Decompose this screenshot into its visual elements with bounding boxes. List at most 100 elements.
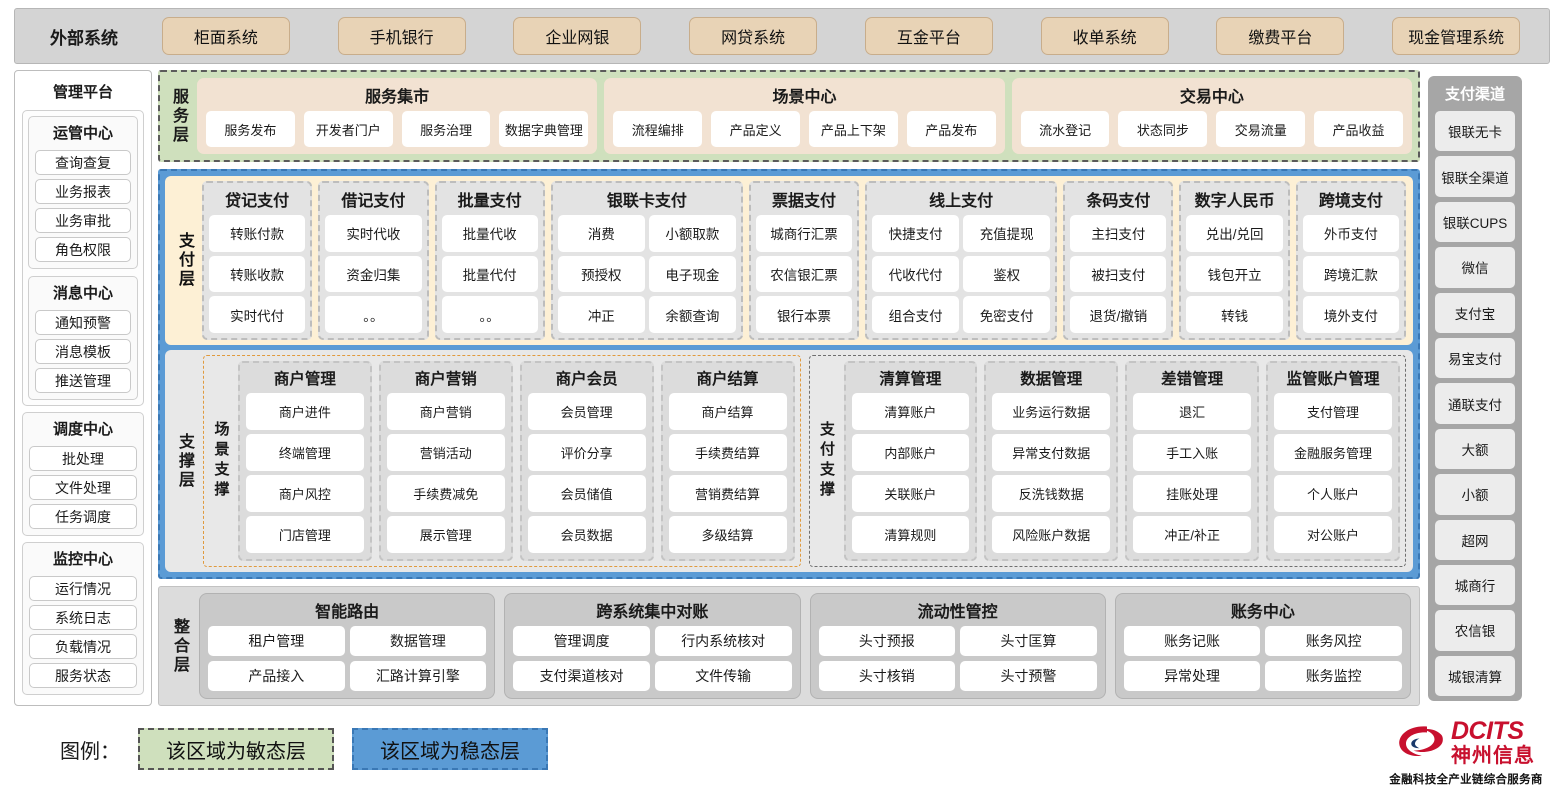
payment-item[interactable]: 批量代付 xyxy=(441,255,538,293)
payment-item[interactable]: 银行本票 xyxy=(755,296,853,333)
service-item[interactable]: 开发者门户 xyxy=(303,111,393,147)
payment-channel-item[interactable]: 通联支付 xyxy=(1435,383,1515,424)
integration-item[interactable]: 账务记账 xyxy=(1123,626,1261,656)
payment-item[interactable]: 批量代收 xyxy=(441,215,538,252)
management-item[interactable]: 批处理 xyxy=(29,446,137,471)
support-item[interactable]: 退汇 xyxy=(1133,393,1252,430)
integration-item[interactable]: 文件传输 xyxy=(654,661,792,691)
support-item[interactable]: 个人账户 xyxy=(1274,475,1392,512)
payment-item[interactable]: 。。 xyxy=(325,296,422,333)
payment-item[interactable]: 实时代付 xyxy=(209,296,306,333)
support-item[interactable]: 业务运行数据 xyxy=(992,393,1111,430)
support-item[interactable]: 手工入账 xyxy=(1133,434,1252,471)
support-item[interactable]: 会员储值 xyxy=(527,475,646,512)
payment-item[interactable]: 代收代付 xyxy=(872,255,960,293)
integration-item[interactable]: 汇路计算引擎 xyxy=(349,661,487,691)
payment-channel-item[interactable]: 银联全渠道 xyxy=(1435,156,1515,197)
payment-item[interactable]: 余额查询 xyxy=(648,296,736,333)
payment-channel-item[interactable]: 易宝支付 xyxy=(1435,337,1515,379)
payment-item[interactable]: 外币支付 xyxy=(1302,215,1400,252)
management-item[interactable]: 消息模板 xyxy=(35,339,131,364)
service-item[interactable]: 交易流量 xyxy=(1216,111,1306,147)
support-item[interactable]: 门店管理 xyxy=(246,516,364,553)
integration-item[interactable]: 账务监控 xyxy=(1265,661,1402,691)
payment-item[interactable]: 冲正 xyxy=(557,296,645,333)
support-item[interactable]: 营销费结算 xyxy=(668,475,787,512)
external-system-chip[interactable]: 网贷系统 xyxy=(689,17,818,55)
support-item[interactable]: 金融服务管理 xyxy=(1274,434,1392,471)
integration-item[interactable]: 头寸核销 xyxy=(818,661,956,691)
payment-channel-item[interactable]: 小额 xyxy=(1435,474,1515,515)
support-item[interactable]: 营销活动 xyxy=(386,434,505,471)
payment-item[interactable]: 兑出/兑回 xyxy=(1186,215,1283,252)
support-item[interactable]: 终端管理 xyxy=(246,434,364,471)
management-item[interactable]: 运行情况 xyxy=(29,576,137,601)
service-item[interactable]: 产品上下架 xyxy=(808,111,898,147)
support-item[interactable]: 多级结算 xyxy=(668,516,787,553)
payment-item[interactable]: 退货/撤销 xyxy=(1070,296,1167,333)
management-item[interactable]: 推送管理 xyxy=(35,368,131,393)
support-item[interactable]: 商户风控 xyxy=(246,475,364,512)
service-item[interactable]: 流水登记 xyxy=(1020,111,1110,147)
external-system-chip[interactable]: 柜面系统 xyxy=(161,17,290,55)
service-item[interactable]: 流程编排 xyxy=(613,111,703,147)
management-item[interactable]: 角色权限 xyxy=(35,237,131,262)
payment-item[interactable]: 小额取款 xyxy=(648,215,736,252)
integration-item[interactable]: 头寸预警 xyxy=(960,661,1097,691)
external-system-chip[interactable]: 收单系统 xyxy=(1040,17,1169,55)
management-item[interactable]: 通知预警 xyxy=(35,310,131,335)
management-group[interactable]: 监控中心运行情况系统日志负载情况服务状态 xyxy=(22,542,144,695)
service-item[interactable]: 服务治理 xyxy=(401,111,491,147)
payment-channel-item[interactable]: 支付宝 xyxy=(1435,292,1515,333)
payment-item[interactable]: 。。 xyxy=(441,296,538,333)
management-item[interactable]: 任务调度 xyxy=(29,504,137,529)
payment-item[interactable]: 转账付款 xyxy=(209,215,306,252)
payment-item[interactable]: 转钱 xyxy=(1186,296,1283,333)
payment-item[interactable]: 城商行汇票 xyxy=(755,215,853,252)
payment-item[interactable]: 预授权 xyxy=(557,255,645,293)
payment-item[interactable]: 资金归集 xyxy=(325,255,422,293)
management-item[interactable]: 文件处理 xyxy=(29,475,137,500)
external-system-chip[interactable]: 互金平台 xyxy=(864,17,993,55)
payment-item[interactable]: 钱包开立 xyxy=(1186,255,1283,293)
support-item[interactable]: 会员数据 xyxy=(527,516,646,553)
service-item[interactable]: 状态同步 xyxy=(1118,111,1208,147)
support-item[interactable]: 对公账户 xyxy=(1274,516,1392,553)
support-item[interactable]: 展示管理 xyxy=(386,516,505,553)
management-item[interactable]: 服务状态 xyxy=(29,663,137,688)
management-item[interactable]: 系统日志 xyxy=(29,605,137,630)
payment-item[interactable]: 农信银汇票 xyxy=(755,255,853,293)
payment-item[interactable]: 电子现金 xyxy=(648,255,736,293)
payment-item[interactable]: 消费 xyxy=(557,215,645,252)
payment-item[interactable]: 免密支付 xyxy=(963,296,1051,333)
service-item[interactable]: 产品定义 xyxy=(711,111,800,147)
management-group[interactable]: 运管中心查询查复业务报表业务审批角色权限 xyxy=(28,116,138,269)
integration-item[interactable]: 头寸预报 xyxy=(818,626,956,656)
external-system-chip[interactable]: 手机银行 xyxy=(337,17,466,55)
integration-item[interactable]: 租户管理 xyxy=(208,626,345,656)
service-item[interactable]: 数据字典管理 xyxy=(499,111,589,147)
integration-item[interactable]: 产品接入 xyxy=(208,661,345,691)
integration-item[interactable]: 账务风控 xyxy=(1265,626,1402,656)
management-item[interactable]: 业务审批 xyxy=(35,208,131,233)
support-item[interactable]: 评价分享 xyxy=(527,434,646,471)
payment-channel-item[interactable]: 大额 xyxy=(1435,428,1515,470)
external-system-chip[interactable]: 现金管理系统 xyxy=(1392,17,1521,55)
service-item[interactable]: 产品收益 xyxy=(1314,111,1403,147)
management-group[interactable]: 调度中心批处理文件处理任务调度 xyxy=(22,412,144,536)
integration-item[interactable]: 头寸匡算 xyxy=(960,626,1097,656)
payment-channel-item[interactable]: 银联无卡 xyxy=(1435,111,1515,152)
support-item[interactable]: 风险账户数据 xyxy=(992,516,1111,553)
integration-item[interactable]: 行内系统核对 xyxy=(654,626,792,656)
management-item[interactable]: 查询查复 xyxy=(35,150,131,175)
payment-item[interactable]: 主扫支付 xyxy=(1070,215,1167,252)
payment-channel-item[interactable]: 城银清算 xyxy=(1435,655,1515,697)
support-item[interactable]: 关联账户 xyxy=(851,475,970,512)
management-group[interactable]: 消息中心通知预警消息模板推送管理 xyxy=(28,276,138,400)
payment-channel-item[interactable]: 超网 xyxy=(1435,519,1515,560)
support-item[interactable]: 商户进件 xyxy=(246,393,364,430)
payment-channel-item[interactable]: 农信银 xyxy=(1435,610,1515,651)
support-item[interactable]: 商户营销 xyxy=(386,393,505,430)
payment-channel-item[interactable]: 城商行 xyxy=(1435,564,1515,606)
support-item[interactable]: 商户结算 xyxy=(668,393,787,430)
